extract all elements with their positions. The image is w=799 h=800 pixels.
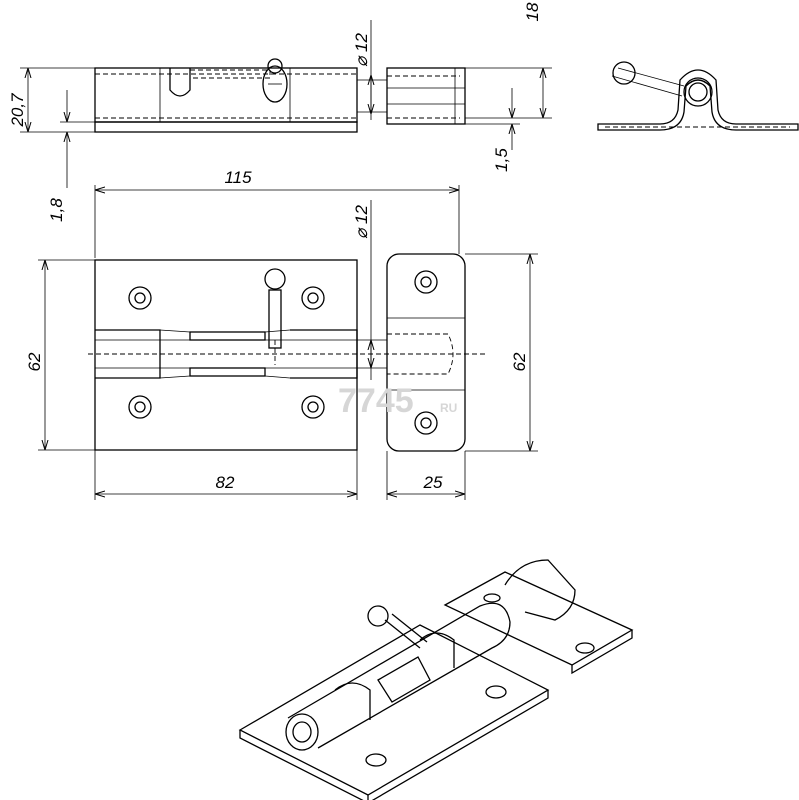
- dim-1-5: 1,5: [492, 148, 511, 172]
- side-view: [597, 61, 799, 131]
- dim-dia12-front: ⌀ 12: [352, 205, 371, 239]
- isometric-view: [238, 559, 634, 800]
- front-view: [88, 253, 485, 452]
- front-dimensions: [38, 185, 538, 500]
- dim-82: 82: [216, 473, 235, 492]
- dim-25: 25: [423, 473, 443, 492]
- dim-18: 18: [523, 2, 542, 21]
- dim-20-7: 20,7: [8, 93, 27, 128]
- dim-62-right: 62: [510, 352, 529, 371]
- dim-115: 115: [224, 168, 252, 187]
- watermark-suffix: RU: [440, 401, 457, 415]
- dim-dia12-top: ⌀ 12: [352, 33, 371, 67]
- dim-62-left: 62: [25, 352, 44, 371]
- watermark-text: 7745: [338, 382, 414, 420]
- top-view: [94, 58, 466, 133]
- dim-1-8: 1,8: [47, 198, 66, 222]
- top-dimensions: [20, 20, 552, 188]
